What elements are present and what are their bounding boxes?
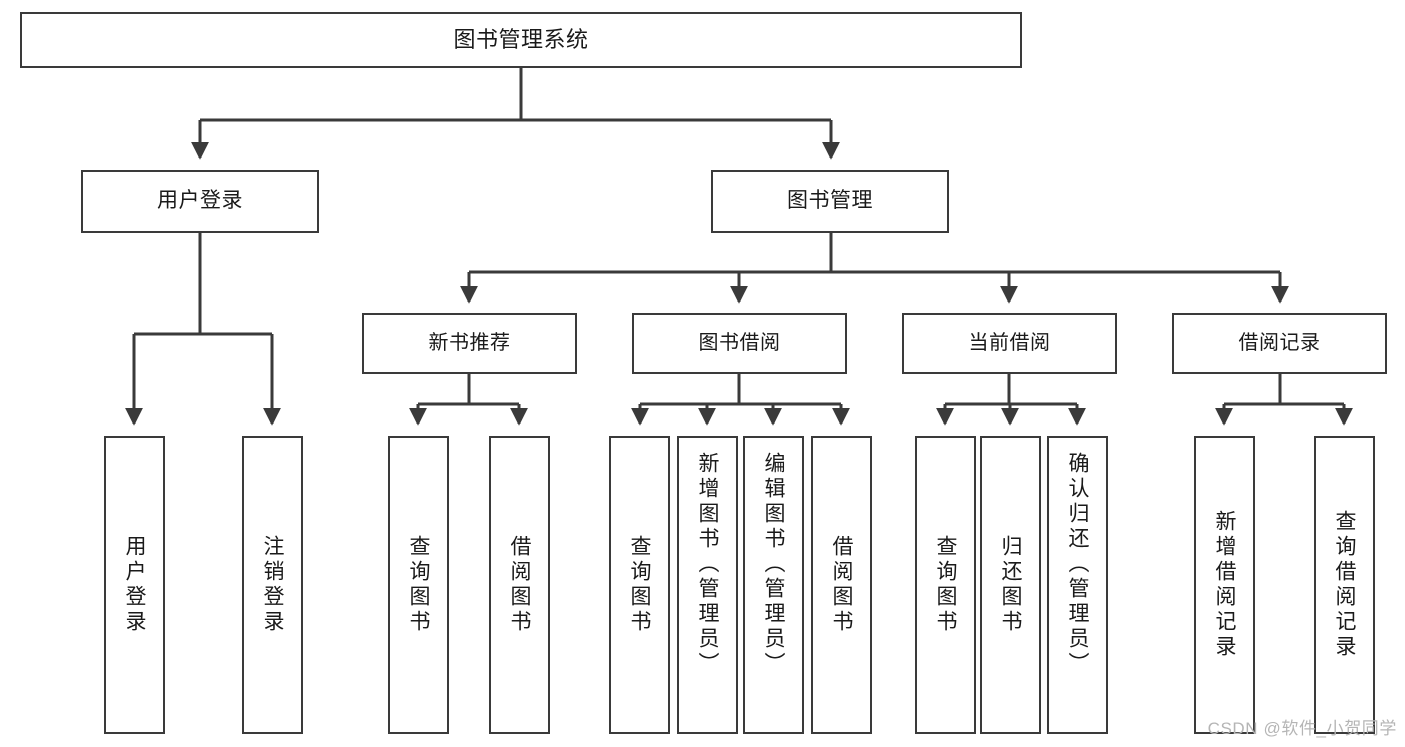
node-leaf-current-borrow-1-label: 查询图书 xyxy=(934,535,957,635)
node-leaf-book-borrow-3-label: 编辑图书（管理员） xyxy=(762,452,785,677)
node-leaf-current-borrow-2[interactable]: 归还图书 xyxy=(980,436,1041,734)
node-user-login[interactable]: 用户登录 xyxy=(81,170,319,233)
node-leaf-current-borrow-2-label: 归还图书 xyxy=(999,535,1022,635)
node-leaf-user-login-1-label: 用户登录 xyxy=(123,535,146,635)
node-leaf-user-login-2[interactable]: 注销登录 xyxy=(242,436,303,734)
node-leaf-borrow-record-1-label: 新增借阅记录 xyxy=(1213,510,1236,660)
node-user-login-label: 用户登录 xyxy=(157,189,243,213)
node-leaf-new-book-2[interactable]: 借阅图书 xyxy=(489,436,550,734)
node-leaf-new-book-1-label: 查询图书 xyxy=(407,535,430,635)
node-current-borrow-label: 当前借阅 xyxy=(968,332,1051,354)
node-borrow-record-label: 借阅记录 xyxy=(1238,332,1321,354)
node-leaf-book-borrow-4-label: 借阅图书 xyxy=(830,535,853,635)
node-leaf-user-login-2-label: 注销登录 xyxy=(261,535,284,635)
node-leaf-book-borrow-2-label: 新增图书（管理员） xyxy=(696,452,719,677)
node-leaf-new-book-1[interactable]: 查询图书 xyxy=(388,436,449,734)
node-book-borrow-label: 图书借阅 xyxy=(698,332,781,354)
node-root[interactable]: 图书管理系统 xyxy=(20,12,1022,68)
node-leaf-book-borrow-3[interactable]: 编辑图书（管理员） xyxy=(743,436,804,734)
node-leaf-current-borrow-3-label: 确认归还（管理员） xyxy=(1066,452,1089,677)
node-book-management-label: 图书管理 xyxy=(787,189,873,213)
node-leaf-borrow-record-1[interactable]: 新增借阅记录 xyxy=(1194,436,1255,734)
node-leaf-book-borrow-4[interactable]: 借阅图书 xyxy=(811,436,872,734)
node-leaf-borrow-record-2[interactable]: 查询借阅记录 xyxy=(1314,436,1375,734)
node-leaf-user-login-1[interactable]: 用户登录 xyxy=(104,436,165,734)
node-leaf-current-borrow-1[interactable]: 查询图书 xyxy=(915,436,976,734)
node-leaf-book-borrow-1-label: 查询图书 xyxy=(628,535,651,635)
node-leaf-borrow-record-2-label: 查询借阅记录 xyxy=(1333,510,1356,660)
csdn-watermark: CSDN @软件_小贺同学 xyxy=(1207,719,1397,738)
node-leaf-book-borrow-1[interactable]: 查询图书 xyxy=(609,436,670,734)
node-book-management[interactable]: 图书管理 xyxy=(711,170,949,233)
node-root-label: 图书管理系统 xyxy=(453,27,589,53)
node-book-borrow[interactable]: 图书借阅 xyxy=(632,313,847,374)
node-leaf-new-book-2-label: 借阅图书 xyxy=(508,535,531,635)
node-new-book-recommend[interactable]: 新书推荐 xyxy=(362,313,577,374)
node-borrow-record[interactable]: 借阅记录 xyxy=(1172,313,1387,374)
node-current-borrow[interactable]: 当前借阅 xyxy=(902,313,1117,374)
node-leaf-current-borrow-3[interactable]: 确认归还（管理员） xyxy=(1047,436,1108,734)
node-leaf-book-borrow-2[interactable]: 新增图书（管理员） xyxy=(677,436,738,734)
node-new-book-recommend-label: 新书推荐 xyxy=(428,332,511,354)
